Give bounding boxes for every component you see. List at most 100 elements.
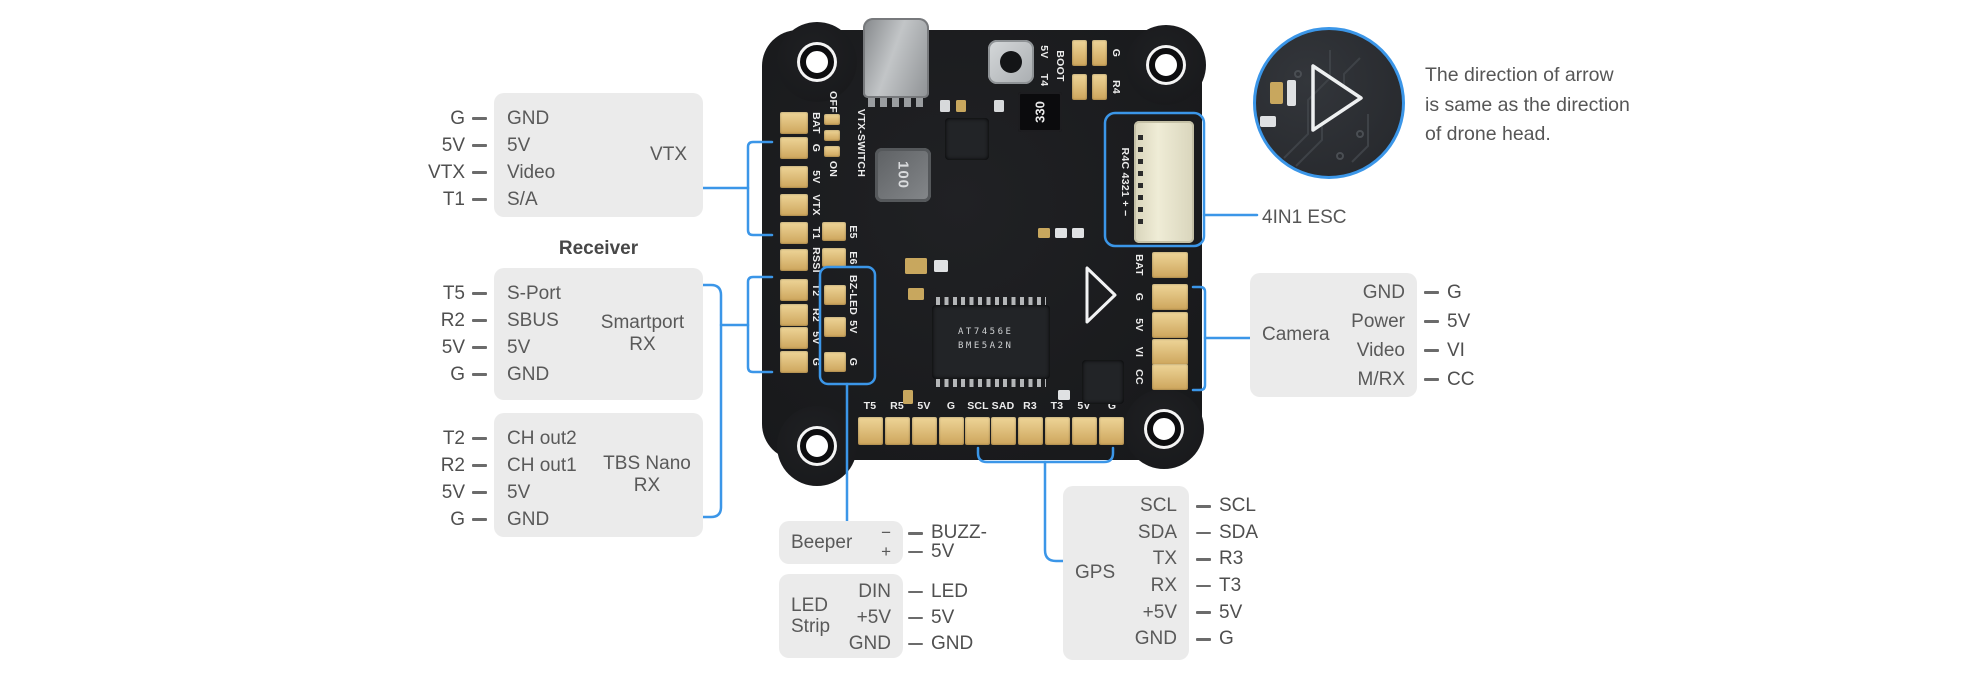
smartport-callout-box: S-Port SBUS 5V GND Smartport RX [494, 268, 703, 400]
pad [824, 352, 846, 372]
pin-label: DIN [858, 581, 891, 602]
pin-label: BUZZ- [931, 522, 987, 544]
pad [780, 222, 808, 244]
pin-label: Video [1356, 339, 1405, 361]
pad-label: R5 [890, 400, 904, 412]
boot-button-core [1000, 51, 1022, 73]
desc-label: S/A [507, 188, 538, 210]
pin-label: SCL [1219, 495, 1256, 517]
pin-label: 5V [931, 607, 955, 628]
dash [472, 171, 487, 174]
pad [780, 137, 808, 159]
pad [1152, 252, 1188, 278]
dash [472, 437, 487, 440]
dash [908, 550, 923, 553]
vtx-box-label: VTX [650, 144, 687, 165]
esc-connector-pins [1138, 135, 1143, 231]
smartport-desc-column: S-Port SBUS 5V GND [507, 280, 561, 388]
pad-label: BZ-LED [847, 274, 859, 316]
beeper-pin-column: − + [881, 523, 891, 561]
receiver-heading: Receiver [558, 238, 639, 259]
dash [472, 319, 487, 322]
dash [1196, 505, 1211, 508]
pad [780, 304, 808, 326]
dash [1196, 611, 1211, 614]
pad-label: T2 [810, 283, 822, 297]
dash [472, 117, 487, 120]
chip-marking: AT7456E [958, 327, 1014, 337]
switch-off-label: OFF [827, 91, 839, 113]
pad-label: 5V [1038, 45, 1050, 59]
dash [1196, 558, 1211, 561]
pad-label: SAD [991, 400, 1015, 412]
pin-label: Power [1351, 310, 1405, 332]
pad-label: T5 [863, 400, 877, 412]
tbs-desc-column: CH out2 CH out1 5V GND [507, 425, 577, 533]
desc-label: GND [507, 363, 550, 385]
via [1294, 70, 1302, 78]
dash [472, 144, 487, 147]
beeper-callout-box: Beeper − + [779, 521, 903, 564]
pin-label: G [450, 508, 465, 530]
mounting-hole [800, 45, 834, 79]
pin-label: TX [1152, 548, 1177, 570]
desc-label: 5V [507, 134, 531, 156]
pin-label: T5 [442, 282, 465, 304]
pin-label: M/RX [1357, 368, 1406, 390]
camera-callout-box: Camera GND Power Video M/RX [1250, 273, 1417, 397]
pin-label: T2 [442, 427, 465, 449]
pad-label: G [1107, 400, 1117, 412]
dash [1424, 320, 1439, 323]
smd-component [1058, 390, 1070, 400]
pad [912, 417, 937, 445]
pad [1152, 284, 1188, 310]
pin-label: GND [848, 633, 891, 654]
pin-label: 5V [441, 134, 465, 156]
note-line: is same as the direction [1425, 93, 1630, 116]
pin-label: R3 [1219, 548, 1244, 570]
beeper-outer-column: BUZZ- 5V [908, 522, 987, 562]
pad-label: BAT [1133, 254, 1145, 276]
label-line: Strip [791, 616, 831, 637]
pad-label: T3 [1050, 400, 1064, 412]
smd-component [1055, 228, 1067, 238]
dash [472, 198, 487, 201]
pad [780, 351, 808, 373]
desc-label: CH out2 [507, 427, 577, 449]
pad [1152, 364, 1188, 390]
pin-label: G [450, 107, 465, 129]
pad [780, 279, 808, 301]
lens-pcb-art [1260, 50, 1369, 167]
pin-label: R2 [440, 454, 465, 476]
mounting-hole [1149, 48, 1183, 82]
via [1356, 130, 1364, 138]
smd-component [994, 100, 1004, 112]
camera-box-label: Camera [1262, 324, 1330, 345]
desc-label: CH out1 [507, 454, 577, 476]
pin-label: LED [931, 581, 968, 602]
dash [1196, 584, 1211, 588]
pin-label: SDA [1219, 521, 1259, 543]
pin-label: GND [1362, 281, 1405, 303]
pad [1099, 417, 1124, 445]
camera-pin-column: GND Power Video M/RX [1351, 278, 1405, 394]
pin-label: − [881, 523, 891, 543]
pad [824, 317, 846, 337]
pad [858, 417, 883, 445]
pad-label: RSSI [810, 247, 822, 273]
dash [472, 464, 487, 467]
pin-label: R2 [440, 309, 465, 331]
pcb-trace [1283, 50, 1331, 159]
desc-label: S-Port [507, 282, 561, 304]
desc-label: GND [507, 107, 550, 129]
pcb-trace [1343, 57, 1361, 88]
resistor-330: 330 [1018, 92, 1062, 132]
dash [908, 532, 923, 535]
dash [1424, 349, 1439, 352]
pad [1072, 417, 1097, 445]
pad [824, 114, 840, 125]
pad-label: T1 [810, 226, 822, 240]
pad [1092, 40, 1107, 66]
pad-label: CC [1133, 369, 1145, 385]
